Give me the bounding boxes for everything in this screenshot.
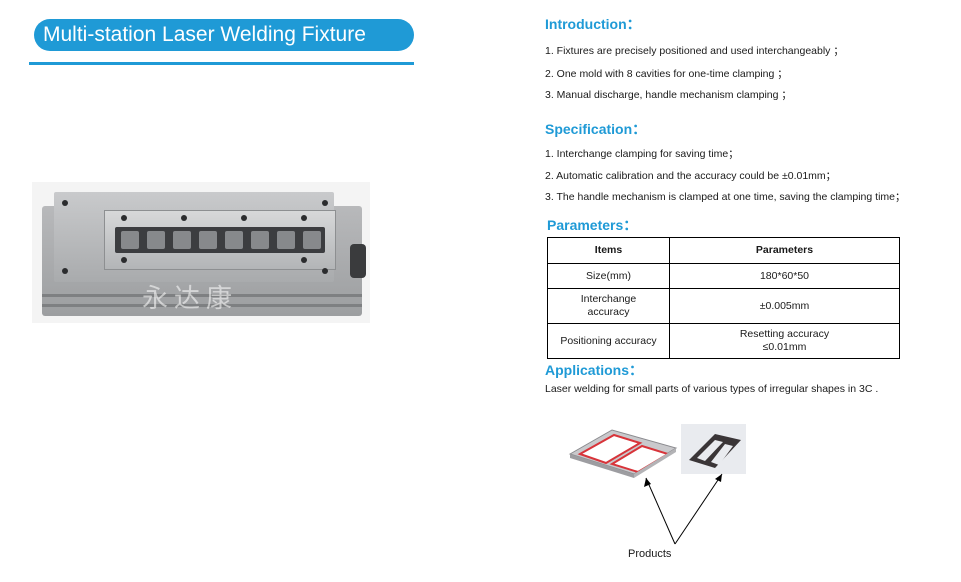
- dark-tray-image: [689, 434, 741, 468]
- fixture-cavity: [251, 231, 269, 249]
- parameters-heading: Parameters：: [547, 217, 638, 233]
- fixture-clamp-plate: [104, 210, 336, 270]
- intro-item-2: 2. One mold with 8 cavities for one-time…: [545, 68, 788, 80]
- table-cell: Resetting accuracy ≤0.01mm: [669, 323, 900, 359]
- fixture-cavity: [199, 231, 217, 249]
- callout-arrows: [644, 473, 723, 545]
- screw-icon: [322, 200, 328, 206]
- specification-heading: Specification：: [545, 121, 647, 137]
- column-header-items: Items: [547, 237, 670, 264]
- fixture-cavity: [173, 231, 191, 249]
- table-cell: Size(mm): [547, 263, 670, 289]
- table-cell: ±0.005mm: [669, 288, 900, 324]
- table-cell: Positioning accuracy: [547, 323, 670, 359]
- fixture-cavity: [147, 231, 165, 249]
- table-cell-text: Interchange accuracy: [580, 293, 637, 318]
- fixture-cavity: [225, 231, 243, 249]
- column-header-parameters: Parameters: [669, 237, 900, 264]
- table-header-row: Items Parameters: [547, 237, 900, 264]
- page-title: Multi-station Laser Welding Fixture: [34, 19, 414, 51]
- screw-icon: [121, 257, 127, 263]
- fixture-cavity: [277, 231, 295, 249]
- fixture-top-plate: [54, 192, 336, 282]
- screw-icon: [62, 200, 68, 206]
- fixture-cavity-slot: [115, 227, 325, 253]
- title-divider: [29, 62, 414, 65]
- spec-item-3: 3. The handle mechanism is clamped at on…: [545, 191, 906, 203]
- table-row: Positioning accuracy Resetting accuracy …: [547, 323, 900, 359]
- intro-item-1: 1. Fixtures are precisely positioned and…: [545, 45, 844, 57]
- intro-item-3: 3. Manual discharge, handle mechanism cl…: [545, 89, 792, 101]
- fixture-photo: 永达康: [32, 182, 370, 323]
- screw-icon: [62, 268, 68, 274]
- introduction-heading: Introduction：: [545, 16, 641, 32]
- spec-item-2: 2. Automatic calibration and the accurac…: [545, 170, 837, 182]
- table-cell: Interchange accuracy: [547, 288, 670, 324]
- applications-heading: Applications：: [545, 362, 644, 378]
- screw-icon: [301, 215, 307, 221]
- fixture-cavity: [121, 231, 139, 249]
- fixture-layer: [42, 304, 362, 307]
- photo-watermark: 永达康: [142, 283, 239, 313]
- clamp-handle: [350, 244, 366, 278]
- table-row: Size(mm) 180*60*50: [547, 263, 900, 289]
- table-cell: 180*60*50: [669, 263, 900, 289]
- table-row: Interchange accuracy ±0.005mm: [547, 288, 900, 324]
- fixture-cavity: [303, 231, 321, 249]
- screw-icon: [301, 257, 307, 263]
- fixture-layer: [42, 294, 362, 297]
- screw-icon: [241, 215, 247, 221]
- spec-item-1: 1. Interchange clamping for saving time；: [545, 148, 739, 160]
- screw-icon: [322, 268, 328, 274]
- dark-tray-photo: [681, 424, 746, 474]
- applications-text: Laser welding for small parts of various…: [545, 383, 879, 395]
- sim-tray-image: [568, 429, 678, 478]
- screw-icon: [121, 215, 127, 221]
- table-cell-text: Resetting accuracy ≤0.01mm: [739, 328, 830, 353]
- screw-icon: [181, 215, 187, 221]
- parameters-table: Items Parameters Size(mm) 180*60*50 Inte…: [547, 237, 900, 359]
- products-label: Products: [628, 548, 672, 560]
